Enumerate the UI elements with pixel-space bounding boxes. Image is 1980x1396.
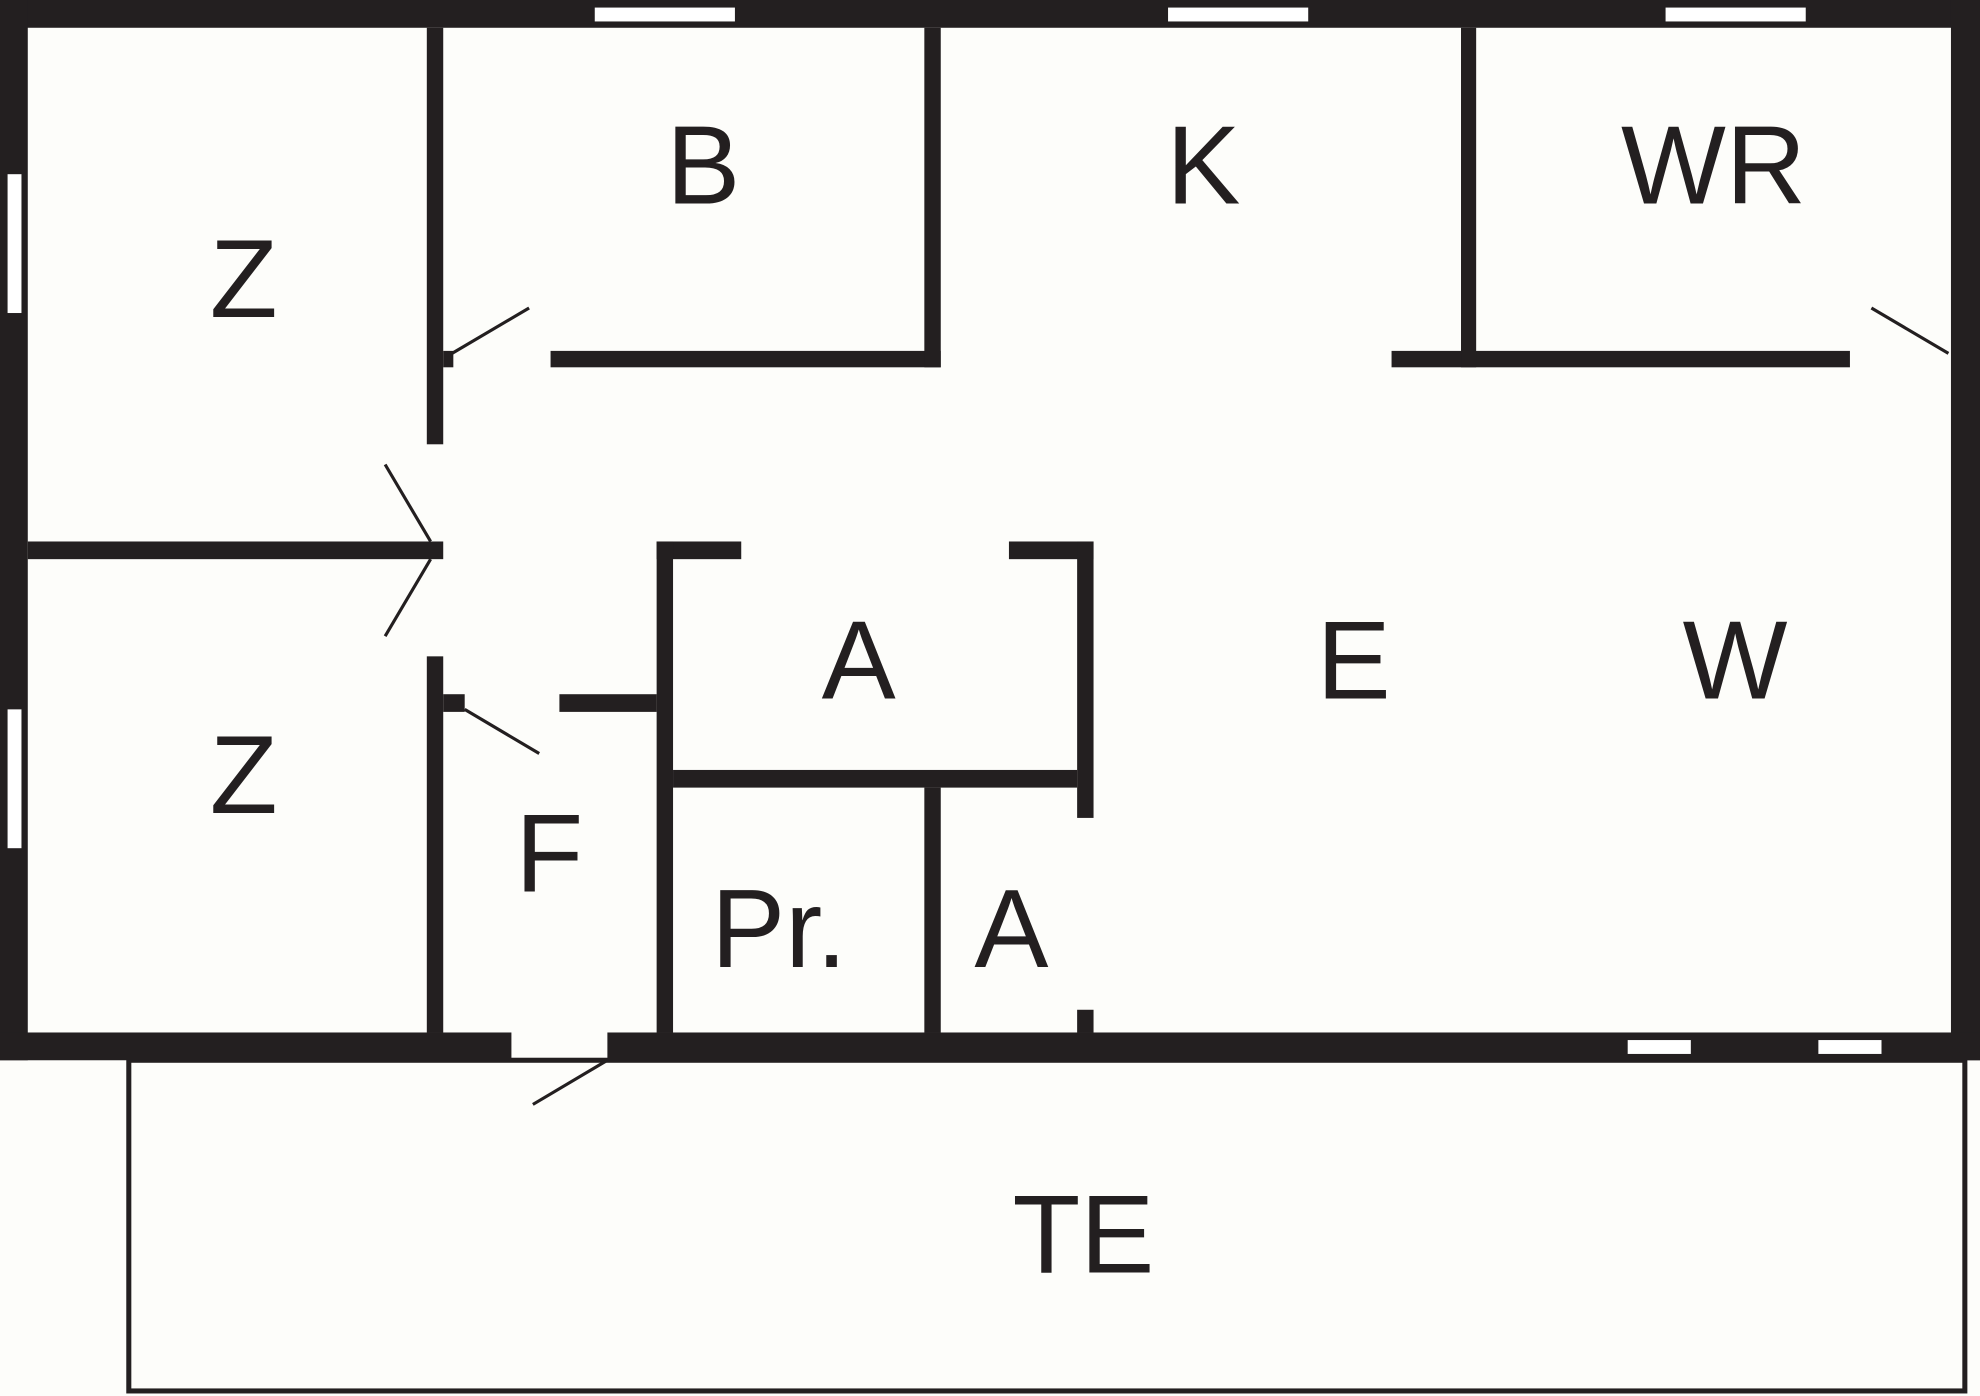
window [1627, 1040, 1691, 1054]
room-label-te: TE [1012, 1172, 1154, 1297]
window [1818, 1040, 1882, 1054]
windows [7, 7, 1882, 1054]
door-swings [383, 306, 1950, 1106]
room-label-w: W [1683, 597, 1788, 722]
room-labels: Z Z B K WR A E W F Pr. A TE [210, 103, 1806, 1297]
room-label-k: K [1166, 103, 1240, 228]
window [7, 174, 22, 314]
room-label-z1: Z [210, 216, 278, 341]
room-label-a1: A [822, 597, 896, 722]
window [7, 709, 22, 849]
room-label-pr: Pr. [711, 866, 847, 991]
room-label-e: E [1317, 597, 1391, 722]
window [594, 7, 735, 22]
room-label-b: B [666, 103, 740, 228]
room-label-wr: WR [1621, 103, 1806, 228]
window [1665, 7, 1806, 22]
outer-walls [0, 0, 1980, 1061]
interior-walls [27, 27, 1850, 1033]
room-label-a2: A [974, 866, 1048, 991]
window [1168, 7, 1309, 22]
room-label-f: F [515, 790, 583, 915]
room-label-z2: Z [210, 712, 278, 837]
